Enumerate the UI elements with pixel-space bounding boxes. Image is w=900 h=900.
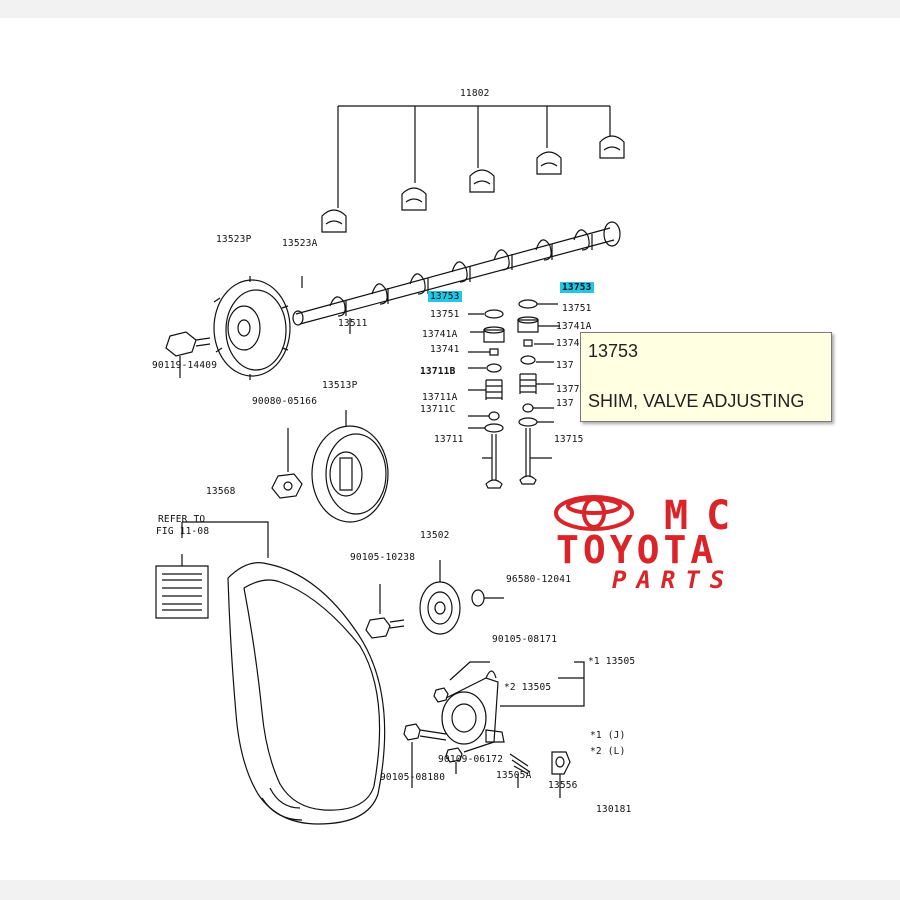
valve-train-left-icon bbox=[483, 309, 505, 489]
logo-mc-text: MC bbox=[664, 493, 748, 539]
camshaft-icon bbox=[292, 221, 621, 326]
label-90109-06172[interactable]: 90109-06172 bbox=[438, 754, 504, 765]
note-j: *1 (J) bbox=[590, 730, 626, 741]
label-13741a-left[interactable]: 13741A bbox=[422, 329, 458, 340]
label-13711c-left[interactable]: 13711C bbox=[420, 404, 456, 415]
label-13711c-right[interactable]: 137 bbox=[556, 398, 574, 409]
label-13523a[interactable]: 13523A bbox=[282, 238, 318, 249]
note-l: *2 (L) bbox=[590, 746, 626, 757]
toyota-emblem-icon bbox=[554, 495, 634, 531]
label-90105-08171[interactable]: 90105-08171 bbox=[492, 634, 558, 645]
omc-toyota-parts-logo: MC TOYOTA PARTS bbox=[552, 493, 882, 594]
label-13505-j[interactable]: *1 13505 bbox=[588, 656, 636, 667]
label-13568[interactable]: 13568 bbox=[206, 486, 236, 497]
label-13711[interactable]: 13711 bbox=[434, 434, 464, 445]
refer-to-figure-label[interactable]: FIG 11-08 bbox=[156, 526, 210, 537]
idler-pulley-icon bbox=[419, 581, 461, 635]
camshaft-bearing-cap-icon bbox=[321, 135, 625, 233]
label-13715[interactable]: 13715 bbox=[554, 434, 584, 445]
refer-to-label[interactable]: REFER TO bbox=[158, 514, 206, 525]
label-13753-right[interactable]: 13753 bbox=[560, 282, 594, 293]
bolt-icon bbox=[403, 723, 447, 741]
label-13711b-right[interactable]: 137 bbox=[556, 360, 574, 371]
label-90105-08180[interactable]: 90105-08180 bbox=[380, 772, 446, 783]
label-13505a[interactable]: 13505A bbox=[496, 770, 532, 781]
label-13753-left[interactable]: 13753 bbox=[428, 291, 462, 302]
part-tooltip: 13753 SHIM, VALVE ADJUSTING bbox=[580, 332, 832, 422]
logo-toyota-text: TOYOTA bbox=[556, 528, 717, 572]
label-11802[interactable]: 11802 bbox=[460, 88, 490, 99]
label-13556[interactable]: 13556 bbox=[548, 780, 578, 791]
label-13513p[interactable]: 13513P bbox=[322, 380, 358, 391]
page-number: 130181 bbox=[596, 804, 632, 815]
bolt-icon bbox=[165, 331, 211, 357]
label-13711b-left[interactable]: 13711B bbox=[420, 366, 456, 377]
washer-icon bbox=[471, 589, 485, 607]
parts-diagram: 11802 13523P 13523A 13511 13753 13753 13… bbox=[0, 18, 900, 880]
label-90105-10238[interactable]: 90105-10238 bbox=[350, 552, 416, 563]
camshaft-timing-pulley-icon bbox=[213, 276, 291, 380]
logo-parts-text: PARTS bbox=[612, 566, 734, 593]
spring-icon bbox=[509, 753, 531, 775]
label-13741a-right[interactable]: 13741A bbox=[556, 321, 592, 332]
crankshaft-timing-pulley-icon bbox=[311, 425, 389, 523]
tooltip-description: SHIM, VALVE ADJUSTING bbox=[588, 391, 805, 411]
label-13523p[interactable]: 13523P bbox=[216, 234, 252, 245]
label-13751-left[interactable]: 13751 bbox=[430, 309, 460, 320]
label-13711a-left[interactable]: 13711A bbox=[422, 392, 458, 403]
label-13505-l[interactable]: *2 13505 bbox=[504, 682, 552, 693]
label-13741-left[interactable]: 13741 bbox=[430, 344, 460, 355]
diagram-artwork bbox=[155, 105, 625, 825]
tooltip-part-number: 13753 bbox=[588, 341, 639, 361]
label-13741-right[interactable]: 1374 bbox=[556, 338, 580, 349]
bracket-icon bbox=[551, 751, 571, 775]
nut-icon bbox=[271, 473, 303, 499]
tensioner-icon bbox=[441, 670, 505, 753]
label-90119-14409[interactable]: 90119-14409 bbox=[152, 360, 218, 371]
bolt-icon bbox=[433, 687, 449, 703]
valve-train-right-icon bbox=[517, 299, 539, 485]
label-13711a-right[interactable]: 1377 bbox=[556, 384, 580, 395]
timing-belt-icon bbox=[227, 562, 386, 825]
bolt-icon bbox=[365, 617, 405, 639]
label-96580-12041[interactable]: 96580-12041 bbox=[506, 574, 572, 585]
refer-to-figure-icon bbox=[155, 565, 209, 619]
bolt-icon bbox=[445, 747, 463, 763]
label-90080-05166[interactable]: 90080-05166 bbox=[252, 396, 318, 407]
label-13511[interactable]: 13511 bbox=[338, 318, 368, 329]
label-13751-right[interactable]: 13751 bbox=[562, 303, 592, 314]
label-13502[interactable]: 13502 bbox=[420, 530, 450, 541]
